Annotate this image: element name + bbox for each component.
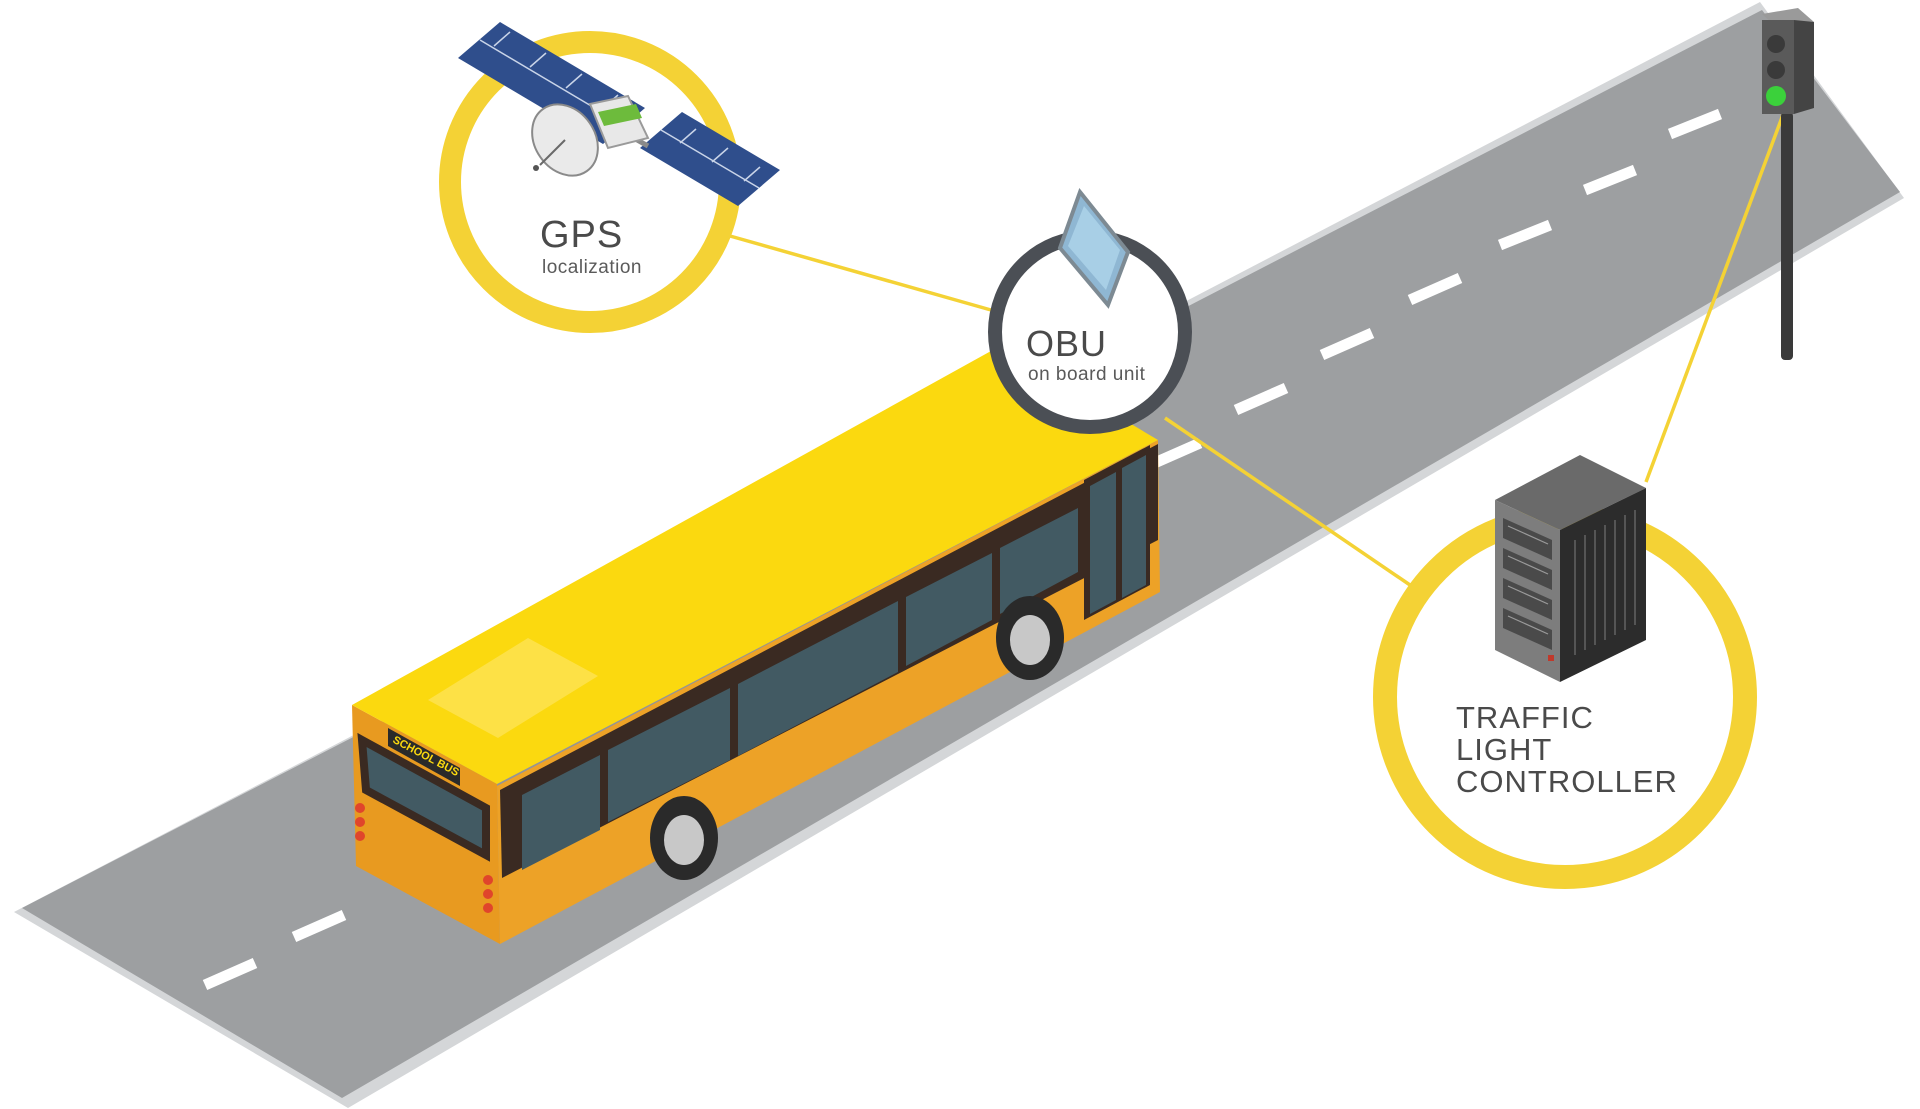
satellite-icon [458, 22, 780, 206]
bus-rear-window [357, 732, 490, 862]
school-bus-icon: SCHOOL BUS [352, 346, 1160, 944]
traffic-light-icon [1762, 8, 1814, 360]
link-gps-obu [729, 234, 999, 314]
link-controller-light [1644, 111, 1786, 483]
obu-subtitle: on board unit [1028, 364, 1146, 385]
controller-line-2: LIGHT [1456, 732, 1552, 767]
controller-node: TRAFFIC LIGHT CONTROLLER [1373, 455, 1757, 889]
antenna-panel-icon [1057, 187, 1131, 309]
controller-line-3: CONTROLLER [1456, 764, 1678, 799]
server-rack-icon [1495, 455, 1646, 682]
gps-subtitle: localization [542, 257, 642, 278]
link-obu-controller [1164, 416, 1411, 587]
bus-roof-hatch [428, 638, 598, 738]
connection-lines [729, 111, 1786, 587]
obu-node: OBU on board unit [988, 187, 1192, 434]
bus-wheels [650, 596, 1064, 880]
green-signal-light [1766, 86, 1786, 106]
obu-title: OBU [1026, 323, 1107, 364]
gps-node: GPS localization [439, 22, 780, 333]
bus-tail-lights [355, 803, 493, 913]
bus-sign-plate [388, 728, 460, 786]
bus-side-windows [522, 508, 1078, 870]
gps-title: GPS [540, 214, 623, 256]
controller-line-1: TRAFFIC [1456, 700, 1594, 735]
